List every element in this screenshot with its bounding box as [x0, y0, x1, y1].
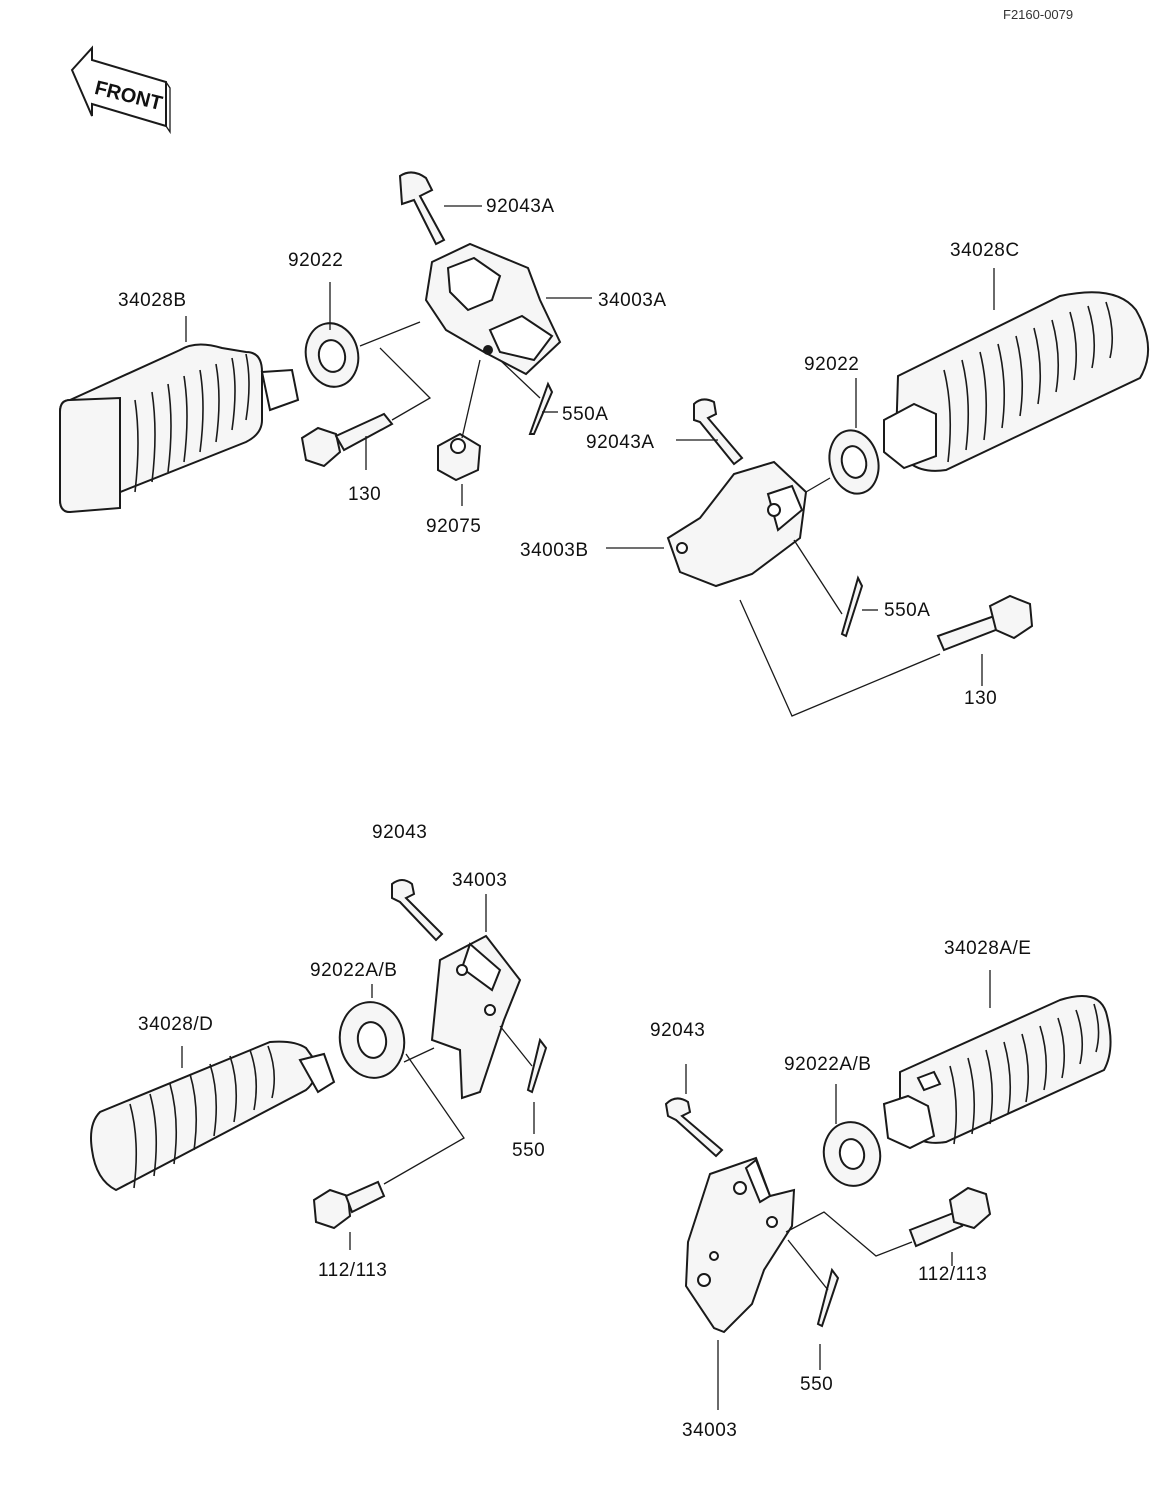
- pin-92043-right: [664, 1097, 724, 1158]
- label-34028d: 34028/D: [138, 1014, 213, 1035]
- pin-92043a-top: [398, 171, 446, 246]
- label-92022ab-left: 92022A/B: [310, 960, 397, 981]
- label-92043-right: 92043: [650, 1020, 705, 1041]
- bracket-34003b: [666, 460, 808, 588]
- washer-92022-left: [304, 322, 360, 388]
- label-550-left: 550: [512, 1140, 545, 1161]
- pin-92043a-middle: [693, 398, 744, 466]
- label-34003-right: 34003: [682, 1420, 737, 1441]
- label-92022-left: 92022: [288, 250, 343, 271]
- label-112-113-right: 112/113: [918, 1264, 987, 1285]
- label-550-right: 550: [800, 1374, 833, 1395]
- label-34003a: 34003A: [598, 290, 667, 311]
- washer-92022ab-right: [822, 1121, 882, 1187]
- bolt-112-113-right: [908, 1186, 992, 1248]
- label-34003-left: 34003: [452, 870, 507, 891]
- footpeg-34028b: [59, 343, 300, 514]
- label-92075: 92075: [426, 516, 481, 537]
- label-92022-right: 92022: [804, 354, 859, 375]
- bracket-34003-left: [430, 934, 522, 1100]
- cotter-550-left: [526, 1037, 548, 1094]
- label-92043a-top: 92043A: [486, 196, 555, 217]
- bolt-130-right: [936, 594, 1034, 652]
- cotter-550a-top: [528, 381, 554, 435]
- label-130-left: 130: [348, 484, 381, 505]
- label-92043-left: 92043: [372, 822, 427, 843]
- reference-code: F2160-0079: [1003, 7, 1073, 22]
- label-112-113-left: 112/113: [318, 1260, 387, 1281]
- label-34028b: 34028B: [118, 290, 187, 311]
- label-34028c: 34028C: [950, 240, 1020, 261]
- front-arrow-icon: FRONT: [70, 45, 171, 135]
- footpeg-34028ae: [882, 995, 1112, 1150]
- label-92022ab-right: 92022A/B: [784, 1054, 871, 1075]
- bolt-130-left: [300, 412, 394, 468]
- pin-92043-left: [391, 879, 444, 942]
- washer-92022ab-left: [338, 1001, 406, 1079]
- label-550a-top: 550A: [562, 404, 608, 425]
- footpeg-34028c: [883, 291, 1150, 472]
- bolt-112-113-left: [312, 1180, 386, 1230]
- label-550a-bottom: 550A: [884, 600, 930, 621]
- bracket-34003a: [424, 242, 562, 376]
- label-34028ae: 34028A/E: [944, 938, 1031, 959]
- cotter-550-right: [816, 1267, 840, 1328]
- label-34003b: 34003B: [520, 540, 589, 561]
- label-92043a-middle: 92043A: [586, 432, 655, 453]
- bracket-34003-right: [684, 1156, 796, 1334]
- cotter-550a-bottom: [840, 575, 864, 638]
- footpeg-34028d: [90, 1040, 336, 1192]
- nut-92075: [437, 432, 482, 482]
- label-130-right: 130: [964, 688, 997, 709]
- washer-92022-right: [828, 429, 880, 495]
